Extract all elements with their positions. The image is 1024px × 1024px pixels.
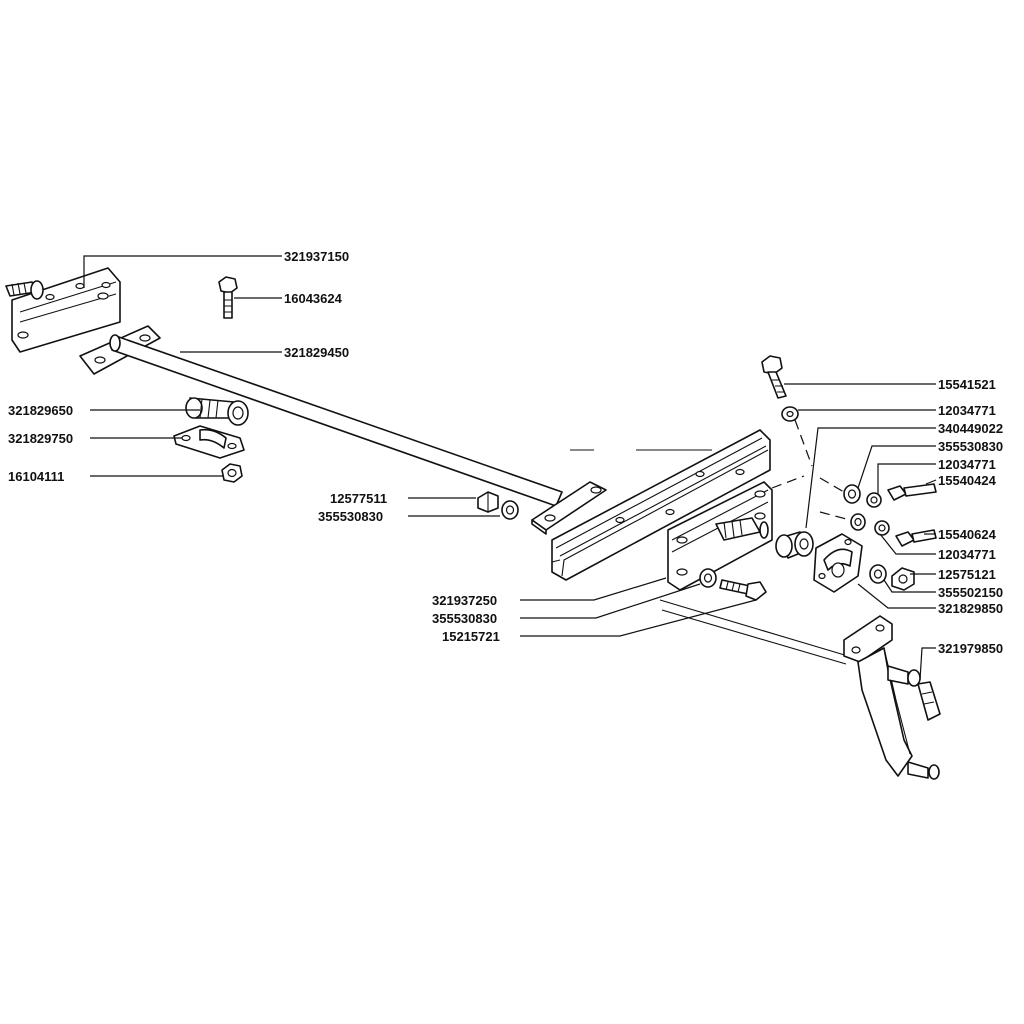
assembly-line <box>819 511 851 521</box>
label-12575121: 12575121 <box>938 567 996 582</box>
assembly-line <box>819 477 845 493</box>
clip-321979850 <box>917 681 941 721</box>
label-355502150: 355502150 <box>938 585 1003 600</box>
lock-washer-12034771-lower <box>874 520 890 536</box>
label-15215721: 15215721 <box>442 629 500 644</box>
label-340449022: 340449022 <box>938 421 1003 436</box>
washer-355502150 <box>869 564 887 584</box>
assembly-line <box>771 475 805 489</box>
bushing-340449022 <box>775 531 814 559</box>
lock-washer-12034771-mid <box>866 492 882 508</box>
leader-lines <box>83 255 937 681</box>
label-355530830-bottom: 355530830 <box>432 611 497 626</box>
label-321829650: 321829650 <box>8 403 73 418</box>
left-mounting-bracket <box>5 267 121 353</box>
frame-rail <box>551 429 771 581</box>
label-321937250: 321937250 <box>432 593 497 608</box>
label-12034771-top: 12034771 <box>938 403 996 418</box>
nut-16104111 <box>221 463 243 483</box>
label-321829450: 321829450 <box>284 345 349 360</box>
label-321829850: 321829850 <box>938 601 1003 616</box>
lower-control-arm <box>659 599 940 780</box>
assembly-line <box>794 419 813 467</box>
washer-355530830-right <box>843 484 861 504</box>
nut-12577511 <box>477 491 499 513</box>
bushing-321829650 <box>185 397 249 426</box>
washer-355530830-lower <box>850 513 866 531</box>
bolt-15215721 <box>719 579 767 601</box>
label-12577511: 12577511 <box>330 491 387 506</box>
clamp-321829750 <box>173 425 245 459</box>
clamp-321829850 <box>813 533 863 593</box>
label-355530830-left: 355530830 <box>318 509 383 524</box>
label-16104111: 16104111 <box>8 469 64 484</box>
washer-355530830-left <box>501 500 519 520</box>
label-12034771-lower: 12034771 <box>938 547 996 562</box>
label-321829750: 321829750 <box>8 431 73 446</box>
label-15541521: 15541521 <box>938 377 996 392</box>
label-15540424: 15540424 <box>938 473 997 488</box>
lock-washer-12034771-top <box>781 406 799 422</box>
label-15540624: 15540624 <box>938 527 997 542</box>
part-number-labels: 321937150 16043624 321829450 321829650 3… <box>8 249 1003 656</box>
label-321937150: 321937150 <box>284 249 349 264</box>
label-355530830-right: 355530830 <box>938 439 1003 454</box>
label-12034771-mid: 12034771 <box>938 457 996 472</box>
nut-12575121 <box>891 567 915 591</box>
bolt-15541521 <box>761 355 787 399</box>
label-321979850: 321979850 <box>938 641 1003 656</box>
bolt-16043624 <box>218 276 238 319</box>
stabilizer-bar <box>79 325 607 535</box>
bolt-15540424 <box>887 483 937 501</box>
label-16043624: 16043624 <box>284 291 343 306</box>
bolt-15540624 <box>895 529 937 547</box>
right-mounting-bracket <box>667 481 773 591</box>
washer-355530830-bottom <box>699 568 717 588</box>
